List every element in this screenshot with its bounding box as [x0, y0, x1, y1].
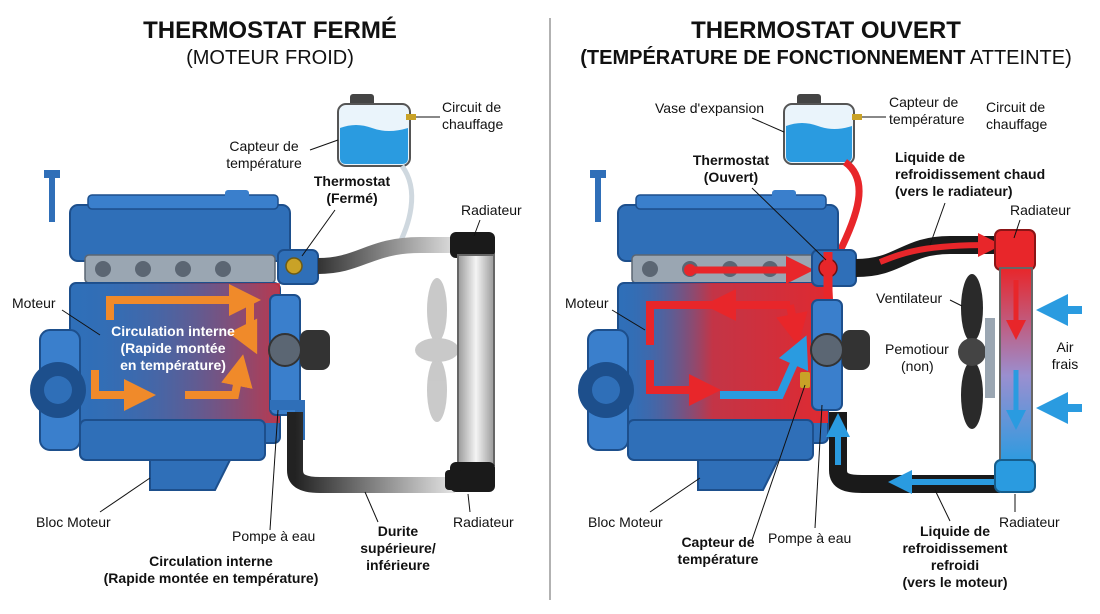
right-chaud-line2: refroidissement chaud: [895, 166, 1045, 182]
left-moteur: Moteur: [12, 295, 56, 311]
right-circuit-line2: chauffage: [986, 116, 1047, 132]
left-circuit-line2: chauffage: [442, 116, 503, 132]
left-circuit-line1: Circuit de: [442, 99, 501, 115]
left-capteur-line1: Capteur de: [229, 138, 298, 154]
left-bloc: Bloc Moteur: [36, 514, 111, 530]
right-froid-line3: refroidi: [931, 557, 979, 573]
right-pemotiour-line2: (non): [901, 358, 934, 374]
right-subtitle: (TEMPÉRATURE DE FONCTIONNEMENT ATTEINTE): [580, 46, 1072, 69]
right-vase: Vase d'expansion: [655, 100, 764, 116]
left-radiator: [445, 232, 495, 492]
left-interne-line3: en température): [120, 357, 226, 373]
right-internal-circulation: [646, 256, 814, 406]
left-radiateur-top: Radiateur: [461, 202, 522, 218]
right-pompe: Pompe à eau: [768, 530, 851, 546]
right-air-arrows: [1036, 294, 1082, 424]
right-thermostat: [811, 249, 857, 287]
left-panel: THERMOSTAT FERMÉ (MOTEUR FROID): [12, 16, 522, 586]
left-lower-hose: [287, 412, 455, 493]
left-thermostat: [277, 249, 319, 285]
right-thermostat-line2: (Ouvert): [704, 169, 758, 185]
right-thermostat-line1: Thermostat: [693, 152, 770, 168]
right-radiateur-bottom: Radiateur: [999, 514, 1060, 530]
right-chaud-line3: (vers le radiateur): [895, 183, 1013, 199]
right-panel: THERMOSTAT OUVERT (TEMPÉRATURE DE FONCTI…: [565, 17, 1082, 590]
right-pemotiour-line1: Pemotiour: [885, 341, 949, 357]
left-fan: [415, 278, 459, 422]
right-heater-hose: [834, 159, 863, 257]
left-interne-line2: (Rapide montée: [120, 340, 225, 356]
left-bottom-line1: Circulation interne: [149, 553, 273, 569]
right-chaud-line1: Liquide de: [895, 149, 965, 165]
left-capteur-line2: température: [226, 155, 302, 171]
right-title: THERMOSTAT OUVERT: [691, 17, 961, 44]
right-subtitle-rest: ATTEINTE): [965, 47, 1071, 69]
right-moteur: Moteur: [565, 295, 609, 311]
right-capteur-line1: Capteur de: [889, 94, 958, 110]
right-water-pump: [800, 299, 870, 411]
right-capteur-bottom-line1: Capteur de: [681, 534, 754, 550]
left-subtitle: (MOTEUR FROID): [186, 47, 354, 69]
right-engine: [578, 170, 839, 491]
right-froid-line4: (vers le moteur): [902, 574, 1007, 590]
left-internal-circulation: [91, 284, 261, 411]
right-expansion-tank: [783, 94, 862, 165]
left-pompe: Pompe à eau: [232, 528, 315, 544]
left-interne-line1: Circulation interne: [111, 323, 235, 339]
right-air-line1: Air: [1056, 339, 1073, 355]
left-upper-hose: [317, 237, 455, 274]
left-title: THERMOSTAT FERMÉ: [143, 16, 397, 44]
right-air-line2: frais: [1052, 356, 1078, 372]
left-bottom-line2: (Rapide montée en température): [104, 570, 319, 586]
left-durite-line2: supérieure/: [360, 540, 436, 556]
left-durite-line1: Durite: [378, 523, 419, 539]
left-thermostat-line2: (Fermé): [326, 190, 377, 206]
right-circuit-line1: Circuit de: [986, 99, 1045, 115]
right-froid-line1: Liquide de: [920, 523, 990, 539]
left-expansion-tank: [337, 94, 416, 167]
left-durite-line3: inférieure: [366, 557, 430, 573]
right-lower-hose: [829, 412, 1000, 493]
right-radiateur-top: Radiateur: [1010, 202, 1071, 218]
right-radiator: [994, 229, 1036, 493]
right-capteur-line2: température: [889, 111, 965, 127]
left-radiateur-bottom: Radiateur: [453, 514, 514, 530]
right-ventilateur: Ventilateur: [876, 290, 942, 306]
right-froid-line2: refroidissement: [902, 540, 1007, 556]
right-bloc: Bloc Moteur: [588, 514, 663, 530]
right-fan: [958, 274, 995, 429]
right-subtitle-bold: (TEMPÉRATURE DE FONCTIONNEMENT: [580, 46, 965, 69]
right-capteur-bottom-line2: température: [678, 551, 759, 567]
left-thermostat-line1: Thermostat: [314, 173, 391, 189]
